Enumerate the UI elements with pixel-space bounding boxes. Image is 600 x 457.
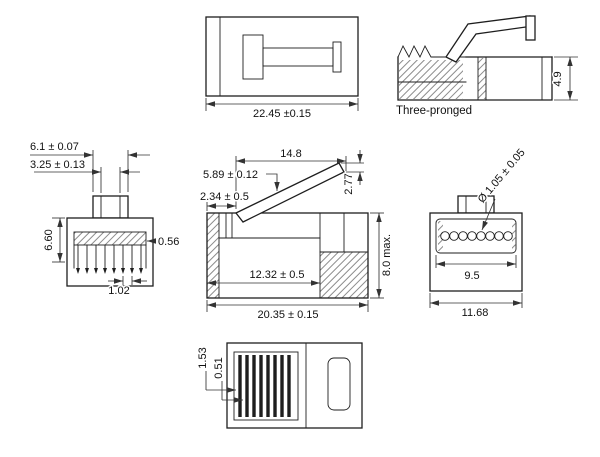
dim-overall-height: 8.0 max.	[381, 234, 393, 276]
prong-teeth	[397, 44, 467, 59]
front-view: 6.1 ± 0.07 3.25 ± 0.13 6.60 0.56 1.02	[29, 140, 181, 299]
hatch-front-face	[207, 213, 219, 298]
dim-slot-pitch: 1.53	[197, 347, 209, 368]
dim-latch-thickness: 2.77	[343, 173, 355, 194]
hatch-boot	[478, 58, 486, 99]
hatch-cable-block	[320, 252, 368, 298]
dim-top-overall-length: 22.45 ±0.15	[253, 108, 311, 120]
hatch-front	[399, 60, 463, 99]
dim-contact-pitch: 1.02	[108, 285, 129, 297]
side-view: 14.8 2.77 5.89 ± 0.12 2.34 ± 0.5 12.32 ±…	[199, 147, 395, 323]
cable-window	[327, 357, 351, 411]
dim-latch-inner-width: 3.25 ± 0.13	[30, 159, 85, 171]
dim-body-depth: 6.60	[43, 229, 55, 250]
pronged-body-outline	[397, 56, 553, 101]
dim-latch-length: 14.8	[280, 148, 301, 160]
side-latch-lever	[234, 162, 345, 223]
dim-overall-length: 20.35 ± 0.15	[257, 309, 318, 321]
top-view: 22.45 ±0.15	[205, 16, 359, 122]
contact-comb-frame	[233, 351, 299, 421]
side-body-outline	[206, 212, 369, 299]
three-pronged-label: Three-pronged	[396, 105, 472, 117]
dim-body-length: 12.32 ± 0.5	[250, 269, 305, 281]
contact-holes	[440, 231, 513, 241]
dim-rear-height: 4.9	[552, 71, 564, 86]
top-view-body	[205, 16, 359, 97]
latch-hook	[525, 15, 536, 41]
contact-support	[73, 231, 147, 246]
dim-slot-width: 0.51	[213, 357, 225, 378]
dim-latch-outer-width: 6.1 ± 0.07	[30, 141, 79, 153]
pronged-side-view: 4.9 Three-pronged	[396, 15, 578, 117]
front-body	[66, 217, 154, 287]
front-latch-tab	[92, 195, 129, 219]
dim-overall-width: 11.68	[462, 307, 489, 319]
rear-body	[429, 212, 523, 292]
dim-front-offset: 2.34 ± 0.5	[200, 191, 249, 203]
contact-slots	[238, 355, 291, 417]
bottom-view: 1.53 0.51	[196, 342, 363, 429]
dim-cavity-width: 9.5	[464, 270, 479, 282]
bottom-body	[226, 342, 363, 429]
contact-pins	[76, 244, 143, 274]
dim-contact-width: 0.56	[158, 236, 179, 248]
dim-latch-rise: 5.89 ± 0.12	[203, 169, 258, 181]
